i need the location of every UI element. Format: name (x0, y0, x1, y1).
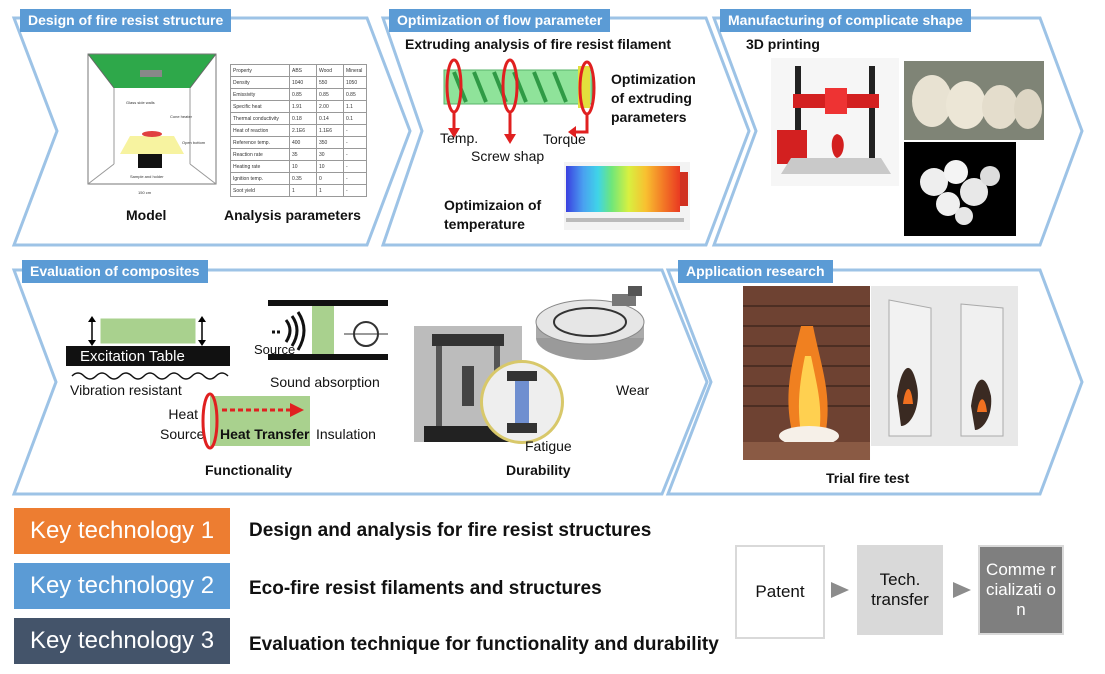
printed-parts-photo (904, 61, 1044, 140)
panel-evaluation-title: Evaluation of composites (22, 260, 208, 283)
excitation-table-label: Excitation Table (80, 348, 185, 365)
key-technology-3-desc: Evaluation technique for functionality a… (249, 634, 719, 655)
fatigue-label: Fatigue (525, 438, 572, 454)
functionality-label: Functionality (205, 462, 293, 478)
svg-text:150 cm: 150 cm (138, 190, 152, 195)
key-technology-1-desc: Design and analysis for fire resist stru… (249, 520, 652, 541)
fire-test-photo-2 (871, 286, 1018, 446)
flow-arrow-icon (831, 582, 849, 598)
temperature-simulation-image (564, 162, 690, 230)
key-technology-1-badge: Key technology 1 (14, 508, 230, 554)
sound-absorption-label: Sound absorption (270, 374, 380, 390)
panel-flow-title: Optimization of flow parameter (389, 9, 611, 32)
flow-step-tech-transfer: Tech. transfer (857, 545, 943, 635)
vibration-resistant-label: Vibration resistant (70, 382, 182, 398)
fire-test-photo-1 (743, 286, 870, 460)
wear-tester-diagram (535, 286, 645, 360)
svg-text:Glass side walls: Glass side walls (126, 100, 155, 105)
heat-transfer-diagram (201, 392, 310, 450)
panel-manufacturing-title: Manufacturing of complicate shape (720, 9, 971, 32)
trial-fire-test-label: Trial fire test (826, 470, 910, 486)
printed-gears-photo (904, 142, 1016, 236)
heat-transfer-label: Heat Transfer (220, 426, 310, 442)
analysis-parameters-label: Analysis parameters (224, 207, 361, 223)
temp-label: Temp. (440, 130, 479, 146)
vibration-diagram (66, 316, 230, 380)
svg-text:Cone heater: Cone heater (170, 114, 193, 119)
3d-printing-label: 3D printing (746, 36, 820, 52)
3d-printer-photo (771, 58, 899, 186)
svg-text:Sample and holder: Sample and holder (130, 174, 164, 179)
sound-source-label: Source (254, 342, 296, 357)
key-technology-2-desc: Eco-fire resist filaments and structures (249, 578, 602, 599)
key-technology-2-badge: Key technology 2 (14, 563, 230, 609)
torque-label: Torque (543, 131, 586, 147)
room-model-diagram: Glass side walls Cone heater Open bottom… (87, 53, 217, 195)
extruder-screw-diagram (443, 58, 596, 144)
svg-text:Open bottom: Open bottom (182, 140, 206, 145)
fatigue-closeup-photo (480, 360, 564, 444)
model-label: Model (126, 207, 167, 223)
flow-step-commercialization: Comme rcializati on (978, 545, 1064, 635)
insulation-label: Insulation (316, 426, 376, 442)
screw-shape-label: Screw shap (471, 148, 545, 164)
sound-absorption-diagram (268, 300, 388, 360)
panel-application-title: Application research (678, 260, 833, 283)
flow-step-patent: Patent (735, 545, 825, 639)
panel-design-title: Design of fire resist structure (20, 9, 232, 32)
extruding-analysis-label: Extruding analysis of fire resist filame… (405, 36, 672, 52)
heat-source-label: Heat Source (160, 406, 205, 442)
wear-label: Wear (616, 382, 650, 398)
optimization-extruding-label: Optimization of extruding parameters (611, 71, 696, 125)
durability-label: Durability (506, 462, 571, 478)
key-technology-3-badge: Key technology 3 (14, 618, 230, 664)
optimization-temperature-label: Optimizaion of temperature (444, 197, 542, 232)
flow-arrow-icon (953, 582, 971, 598)
